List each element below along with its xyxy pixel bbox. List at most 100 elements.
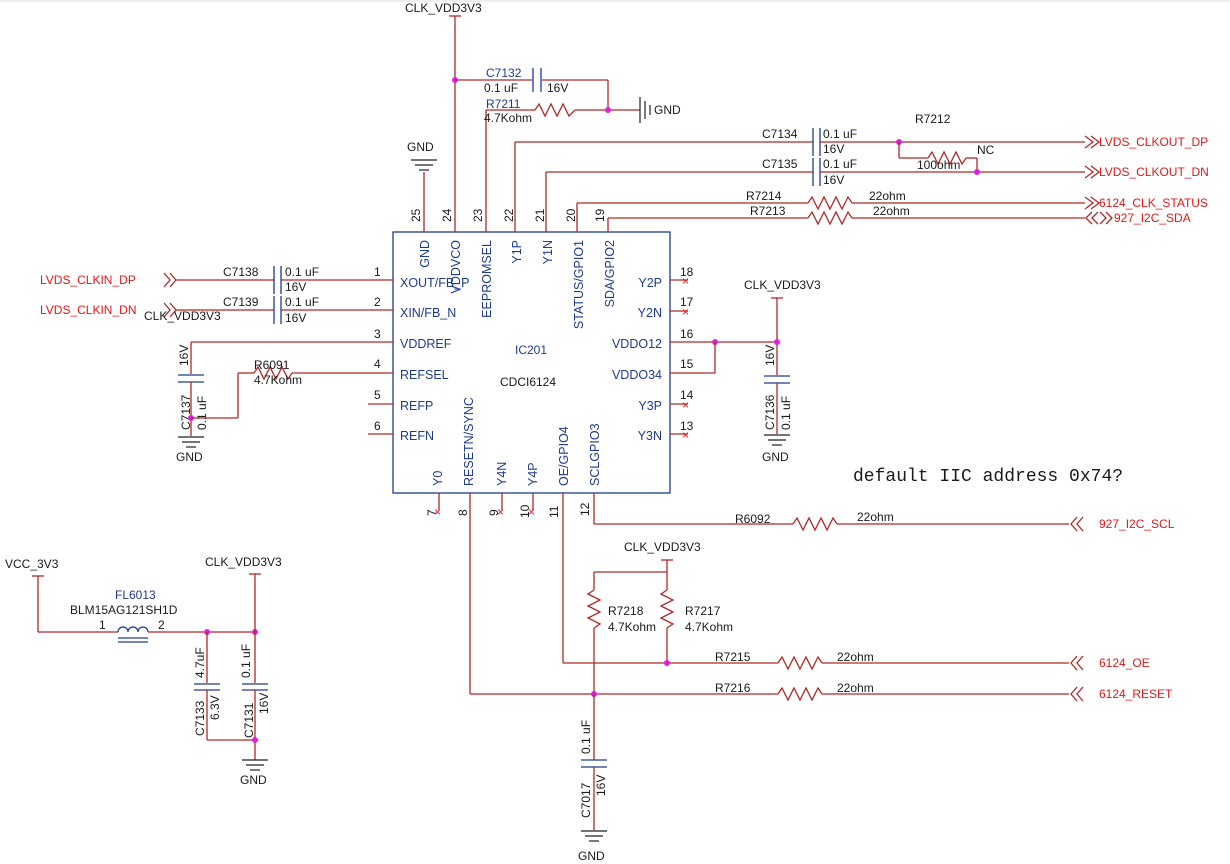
r7218-resistor <box>586 589 602 629</box>
arrow-icon <box>1084 165 1095 179</box>
r6091-val: 4.7Kohm <box>254 373 302 387</box>
net-lvds-clkout-dn: LVDS_CLKOUT_DN <box>1099 165 1209 179</box>
pin-name-12: SCLGPIO3 <box>588 423 602 486</box>
pin-name-22: Y1P <box>510 240 524 264</box>
nc-x-icon: × <box>528 505 535 519</box>
net-clk-status: 6124_CLK_STATUS <box>1099 196 1208 210</box>
net-lvds-clkin-dp: LVDS_CLKIN_DP <box>40 273 136 287</box>
r7213-val: 22ohm <box>873 204 910 218</box>
c7138-volt: 16V <box>285 280 306 294</box>
bidir-arrow-icon <box>1091 211 1099 225</box>
c7131-ref: C7131 <box>242 702 256 738</box>
r6092-resistor <box>792 516 838 532</box>
bidir-arrow-icon <box>1105 211 1113 225</box>
c7132-volt: 16V <box>547 81 568 95</box>
arrow-in-icon <box>1070 655 1078 671</box>
pin-num-15: 15 <box>680 357 694 371</box>
pin-num-21: 21 <box>533 208 547 222</box>
r7215-ref: R7215 <box>715 650 751 664</box>
r7214-val: 22ohm <box>869 189 906 203</box>
r7215-resistor <box>777 655 823 671</box>
r7215-val: 22ohm <box>837 650 874 664</box>
r7216-val: 22ohm <box>837 681 874 695</box>
pin-name-24: VDDVCO <box>449 240 463 294</box>
nc-x-icon: × <box>682 305 689 319</box>
r7217-val: 4.7Kohm <box>685 620 733 634</box>
c7132-val: 0.1 uF <box>484 81 518 95</box>
r6091-resistor <box>253 365 293 381</box>
c7134-ref: C7134 <box>762 127 798 141</box>
pin-num-24: 24 <box>440 208 454 222</box>
c7136-volt: 16V <box>763 345 777 366</box>
r7214-resistor <box>807 195 853 211</box>
r7213-resistor <box>807 210 853 226</box>
gnd-label-c7017: GND <box>578 849 605 863</box>
r7212-note: NC <box>977 143 995 157</box>
pin-num-17: 17 <box>680 295 694 309</box>
pin-name-19: SDA/GPIO2 <box>603 240 617 307</box>
c7139-volt: 16V <box>285 311 306 325</box>
r7212-resistor <box>927 150 967 166</box>
arrow-icon <box>1090 135 1101 149</box>
junction <box>774 339 780 345</box>
r7211-ref: R7211 <box>486 97 521 111</box>
c7139-ref: C7139 <box>223 295 259 309</box>
r7213-ref: R7213 <box>750 204 786 218</box>
r7216-resistor <box>777 686 823 702</box>
pin-num-18: 18 <box>680 265 694 279</box>
junction <box>605 107 611 113</box>
net-lvds-clkout-dp: LVDS_CLKOUT_DP <box>1099 135 1208 149</box>
clk-vdd-label-bl: CLK_VDD3V3 <box>205 555 282 569</box>
junction <box>252 737 258 743</box>
r7212-val: 100ohm <box>917 158 960 172</box>
pin-num-5: 5 <box>374 388 381 402</box>
net-reset: 6124_RESET <box>1099 687 1173 701</box>
junction <box>664 660 670 666</box>
pin-num-3: 3 <box>374 327 381 341</box>
arrow-in-icon <box>1076 686 1084 702</box>
ic-body <box>392 231 671 494</box>
c7017-ref: C7017 <box>579 782 593 818</box>
pin-name-21: Y1N <box>541 240 555 264</box>
pin-name-11: OE/GPIO4 <box>557 426 571 486</box>
r7217-resistor <box>659 589 675 629</box>
c7137-val: 0.1 uF <box>195 396 209 430</box>
c7134-val: 0.1 uF <box>823 127 857 141</box>
iic-address-note: default IIC address 0x74? <box>853 467 1123 487</box>
pin-name-18: Y2P <box>638 276 662 290</box>
fl6013-ref: FL6013 <box>115 588 156 602</box>
c7134-volt: 16V <box>823 142 844 156</box>
gnd-label-bl: GND <box>240 773 267 787</box>
bidir-arrow-icon <box>1099 211 1107 225</box>
pin-num-22: 22 <box>502 208 516 222</box>
pin-num-1: 1 <box>374 265 381 279</box>
arrow-icon <box>169 272 177 288</box>
pin-name-3: VDDREF <box>400 337 452 351</box>
r6092-ref: R6092 <box>735 512 771 526</box>
net-lvds-clkin-dn: LVDS_CLKIN_DN <box>40 303 136 317</box>
r7217-ref: R7217 <box>685 604 721 618</box>
c7132-ref: C7132 <box>486 66 522 80</box>
c7137-volt: 16V <box>177 345 191 366</box>
pin-num-2: 2 <box>374 295 381 309</box>
arrow-icon <box>1084 135 1095 149</box>
c7133-val: 4.7uF <box>193 647 207 678</box>
pin-name-15: VDDO34 <box>612 368 662 382</box>
c7135-val: 0.1 uF <box>823 157 857 171</box>
arrow-icon <box>163 302 171 318</box>
arrow-icon <box>1090 196 1101 210</box>
arrow-icon <box>163 272 171 288</box>
pin-num-4: 4 <box>374 357 381 371</box>
c7133-ref: C7133 <box>193 700 207 736</box>
bidir-arrow-icon <box>1076 516 1084 532</box>
pin-name-7: Y0 <box>431 471 445 486</box>
r7216-ref: R7216 <box>715 681 751 695</box>
pin-name-2: XIN/FB_N <box>400 306 456 320</box>
pin-num-8: 8 <box>456 509 470 516</box>
c7138-ref: C7138 <box>223 265 259 279</box>
pin-name-5: REFP <box>400 399 433 413</box>
pin-name-6: REFN <box>400 429 434 443</box>
pin-name-16: VDDO12 <box>612 337 662 351</box>
vcc-label: VCC_3V3 <box>5 557 59 571</box>
c7135-volt: 16V <box>823 173 844 187</box>
